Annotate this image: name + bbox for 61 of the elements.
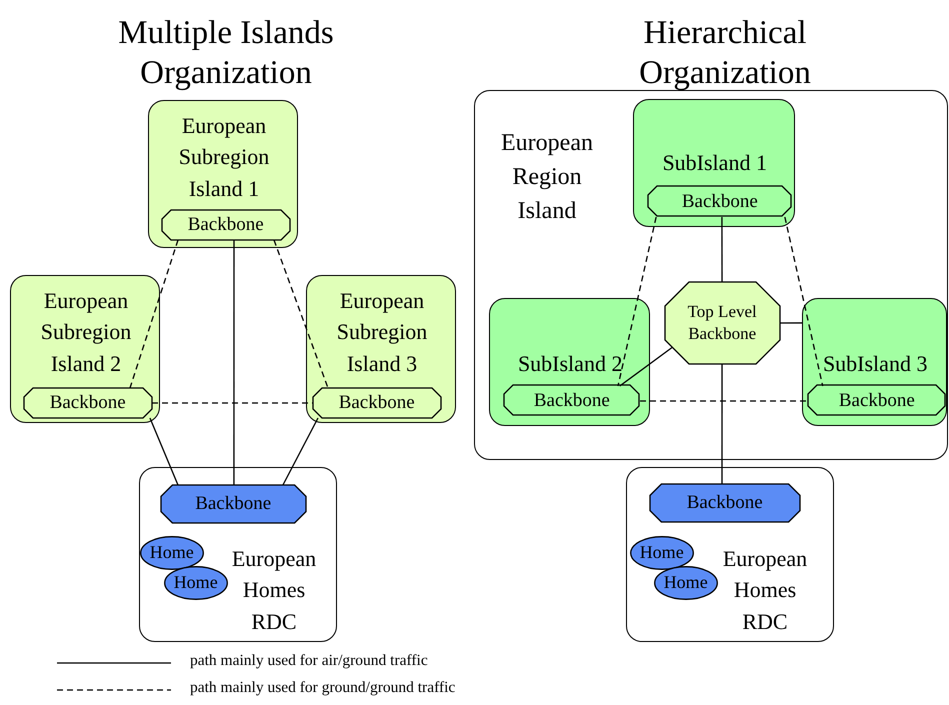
rounded-box: [474, 90, 948, 460]
connector-line: [617, 216, 657, 386]
connector-line: [233, 240, 235, 485]
ellipse-node: [654, 566, 718, 600]
node-label: European Region Island: [500, 128, 594, 226]
rounded-box: [632, 98, 795, 227]
node-label: Backbone: [188, 212, 264, 237]
rounded-box: [306, 275, 456, 423]
node-label: European Subregion Island 1: [178, 112, 270, 203]
node-label: Backbone: [50, 390, 126, 415]
node-label: Top Level Backbone: [686, 301, 758, 344]
heading: Multiple Islands Organization: [117, 14, 335, 93]
rounded-box: [10, 275, 160, 423]
node-label: Backbone: [338, 390, 415, 415]
node-label: European Homes RDC: [230, 545, 318, 636]
rounded-box: [139, 467, 337, 642]
rounded-box: [626, 467, 834, 642]
node-label: SubIsland 3: [822, 350, 928, 378]
legend-text: path mainly used for ground/ground traffic: [190, 679, 456, 697]
connector-line: [149, 418, 179, 486]
octagon-node: [24, 388, 152, 418]
node-label: SubIsland 2: [518, 350, 622, 378]
node-label: Backbone: [838, 388, 915, 412]
rounded-box: [488, 298, 650, 426]
connector-line: [152, 402, 313, 404]
node-label: Home: [150, 541, 194, 564]
node-label: Backbone: [195, 492, 272, 516]
node-label: European Homes RDC: [722, 545, 808, 636]
octagon-node: [504, 385, 640, 416]
node-label: Backbone: [686, 490, 763, 515]
octagon-node: [648, 186, 792, 216]
connector-line: [721, 364, 723, 484]
rounded-box: [802, 298, 947, 426]
octagon-node: [162, 210, 290, 240]
node-label: Home: [640, 541, 684, 564]
connector-line: [273, 240, 329, 388]
node-label: Backbone: [682, 190, 758, 214]
node-label: Home: [174, 571, 218, 594]
heading: Hierarchical Organization: [638, 14, 812, 93]
node-label: SubIsland 1: [662, 149, 767, 178]
connector-line: [780, 322, 802, 324]
connector-line: [640, 400, 809, 402]
connector-line: [721, 217, 723, 282]
rounded-box: [148, 100, 298, 248]
octagon-node: [808, 385, 946, 416]
connector-line: [619, 347, 672, 387]
ellipse-node: [140, 536, 204, 570]
connector-line: [282, 418, 319, 486]
legend-text: path mainly used for air/ground traffic: [190, 652, 428, 670]
connector-line: [129, 240, 179, 388]
octagon-node: [160, 484, 306, 523]
connector-line: [784, 216, 824, 386]
node-label: European Subregion Island 2: [40, 287, 132, 378]
node-label: Home: [664, 571, 708, 594]
ellipse-node: [164, 566, 228, 600]
node-label: Backbone: [534, 388, 610, 412]
ellipse-node: [630, 536, 694, 570]
octagon-node: [312, 388, 441, 418]
octagon-node: [650, 484, 800, 522]
octagon-node: [664, 282, 780, 364]
node-label: European Subregion Island 3: [336, 287, 428, 378]
